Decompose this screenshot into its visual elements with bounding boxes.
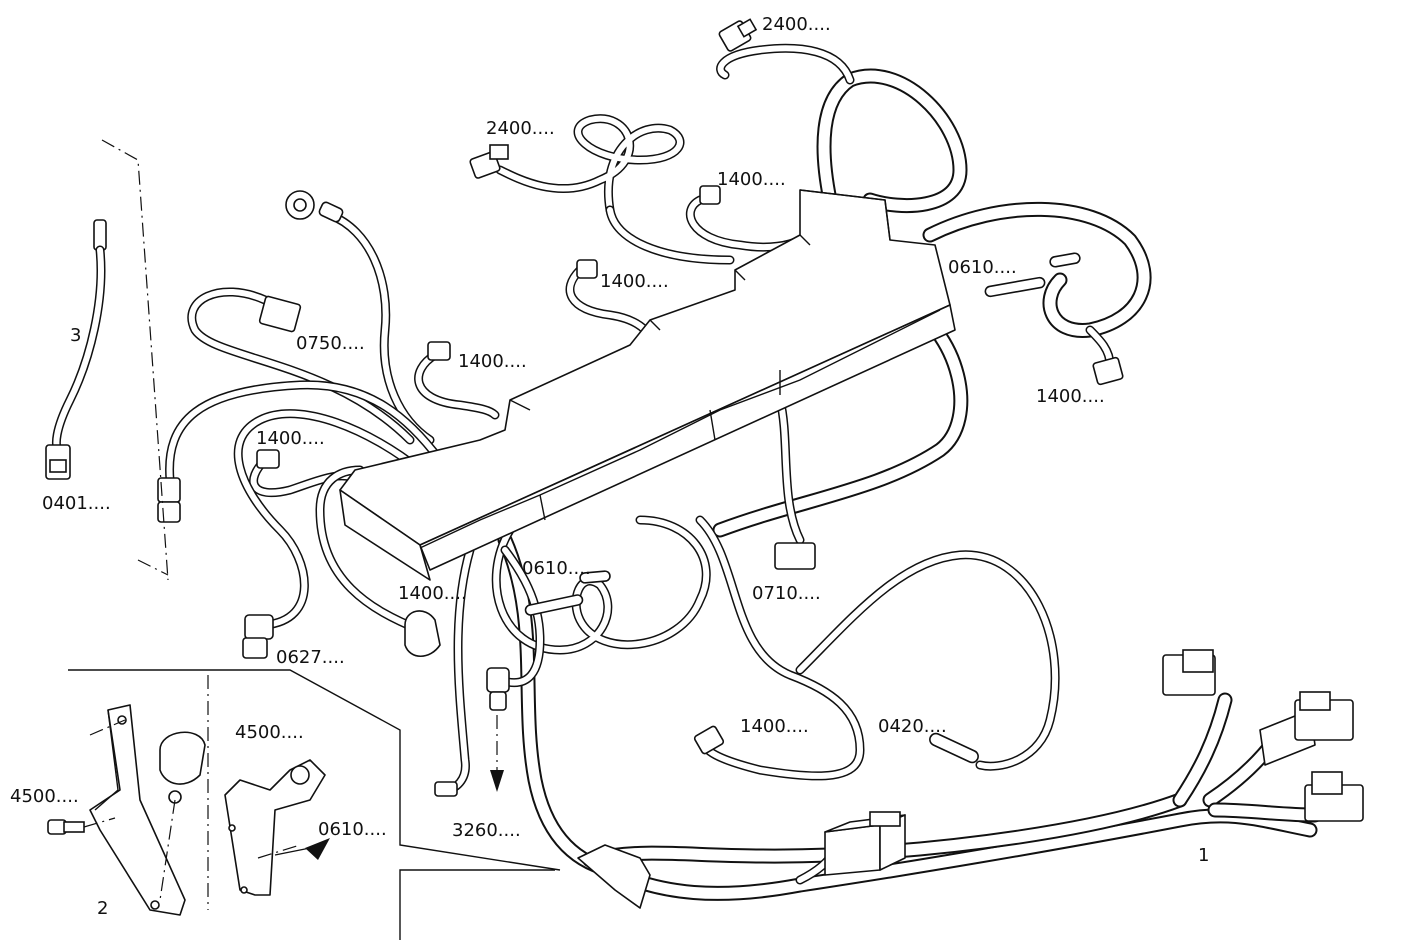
label-3260: 3260.... xyxy=(452,820,521,841)
label-2400-top: 2400.... xyxy=(762,14,831,35)
item-3-boundary xyxy=(101,139,169,581)
connectors xyxy=(45,18,1364,909)
cable-duct xyxy=(339,189,956,581)
bracket-detail-inset xyxy=(47,669,561,940)
label-0401: 0401.... xyxy=(42,493,111,514)
connector-0610-right xyxy=(984,276,1046,298)
connector-0610-mid xyxy=(524,594,584,616)
label-0627: 0627.... xyxy=(276,647,345,668)
label-1400-a: 1400.... xyxy=(717,169,786,190)
wire-branches xyxy=(165,43,1152,885)
connector-1400-d xyxy=(256,449,280,469)
connector-0627 xyxy=(244,614,274,640)
label-1400-f: 1400.... xyxy=(740,716,809,737)
part-labels: 2400.... 2400.... 1400.... 1400.... 0610… xyxy=(10,14,1209,919)
label-0420: 0420.... xyxy=(878,716,947,737)
label-0610-mid: 0610.... xyxy=(522,558,591,579)
connector-lower-sensor xyxy=(486,667,510,693)
label-1400-b: 1400.... xyxy=(600,271,669,292)
connector-1400-e xyxy=(404,610,441,658)
connector-0420 xyxy=(929,732,979,764)
label-item-3: 3 xyxy=(70,325,81,346)
label-0710: 0710.... xyxy=(752,583,821,604)
label-0610-detail: 0610.... xyxy=(318,819,387,840)
connector-1400-c xyxy=(427,341,451,361)
arrow-down-icon xyxy=(490,770,504,792)
label-0750: 0750.... xyxy=(296,333,365,354)
connector-1400-a xyxy=(699,185,721,205)
bracket-icon xyxy=(89,704,186,916)
connector-1400-b xyxy=(576,259,598,279)
label-1400-right: 1400.... xyxy=(1036,386,1105,407)
connector-trunk-block xyxy=(824,824,881,876)
trunk-clamp xyxy=(577,844,651,909)
label-item-1: 1 xyxy=(1198,845,1209,866)
arrow-0610-icon xyxy=(305,838,330,860)
connector-0750 xyxy=(258,295,302,333)
connector-1400-f xyxy=(693,725,725,755)
bracket-4500-icon xyxy=(224,759,326,896)
label-0610-right: 0610.... xyxy=(948,257,1017,278)
label-4500-b: 4500.... xyxy=(10,786,79,807)
label-1400-d: 1400.... xyxy=(256,428,325,449)
label-2400-left: 2400.... xyxy=(486,118,555,139)
label-1400-e: 1400.... xyxy=(398,583,467,604)
connector-1400-right xyxy=(1092,356,1124,386)
connector-3260 xyxy=(434,781,458,797)
label-item-2: 2 xyxy=(97,898,108,919)
clamp-icon xyxy=(159,731,206,785)
arrow-3260 xyxy=(490,715,504,792)
label-1400-c: 1400.... xyxy=(458,351,527,372)
label-4500-a: 4500.... xyxy=(235,722,304,743)
connector-0710 xyxy=(774,542,816,570)
